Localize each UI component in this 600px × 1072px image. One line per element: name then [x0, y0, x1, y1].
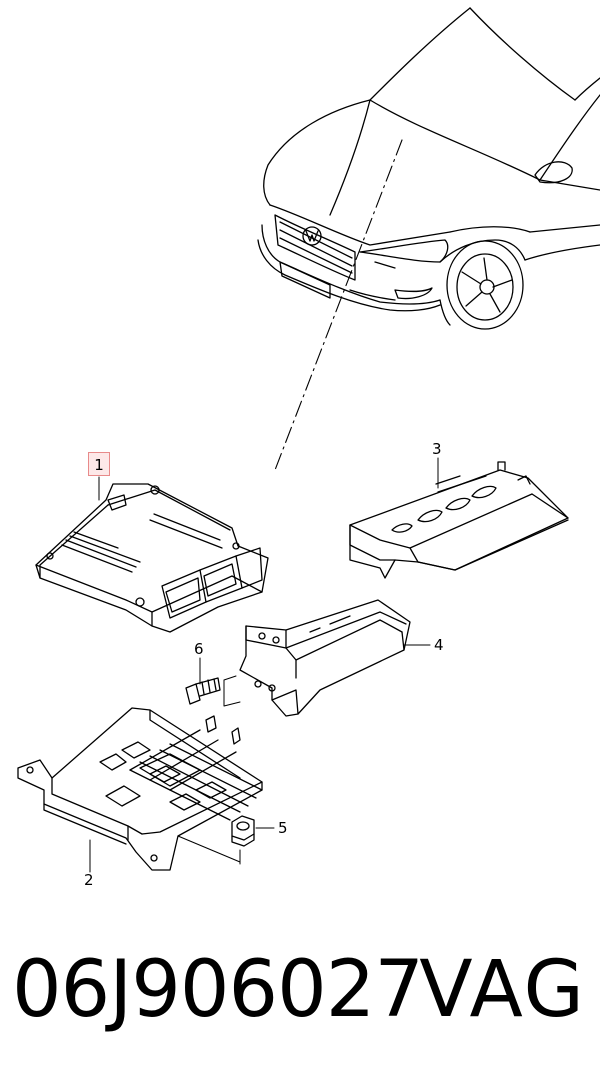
leader-lines	[89, 457, 439, 873]
callout-label-5[interactable]: 5	[278, 819, 288, 837]
control-unit-part-1	[35, 483, 269, 633]
callout-label-1[interactable]: 1	[88, 452, 110, 476]
parts-diagram	[17, 7, 600, 873]
footer-caption: 06J906027 VAG	[0, 945, 600, 1045]
cover-plate-part-3	[349, 461, 569, 579]
callout-label-6[interactable]: 6	[194, 640, 204, 658]
carrier-tray-part-2	[17, 707, 263, 871]
nut-part-5	[231, 815, 255, 847]
part-number: 06J906027	[12, 945, 424, 1035]
callout-label-3[interactable]: 3	[432, 440, 442, 458]
callout-label-2[interactable]: 2	[84, 871, 94, 889]
brand-label: VAG	[419, 945, 586, 1035]
location-pointer-line	[274, 139, 403, 471]
bolt-part-6	[185, 677, 221, 705]
vehicle-front-illustration	[257, 7, 600, 330]
mounting-bracket-part-4	[239, 599, 411, 717]
callout-label-4[interactable]: 4	[434, 636, 444, 654]
